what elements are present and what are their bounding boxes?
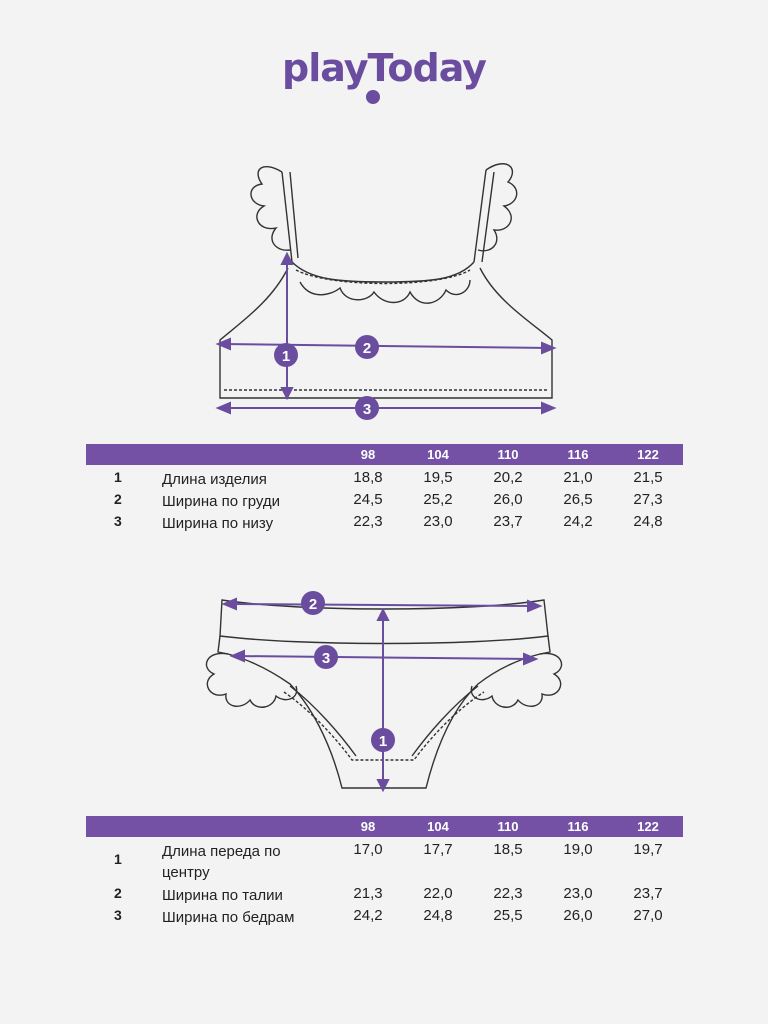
row-label: Длина изделия <box>162 471 267 488</box>
size-header: 104 <box>427 819 449 834</box>
cell-value: 19,5 <box>423 469 453 486</box>
bottom-marker-2: 2 <box>301 591 325 615</box>
cell-value: 22,3 <box>493 885 523 902</box>
cell-value: 17,7 <box>423 841 453 858</box>
cell-value: 25,5 <box>493 907 523 924</box>
cell-value: 24,8 <box>423 907 453 924</box>
cell-value: 26,0 <box>563 907 593 924</box>
table-row: 2 Ширина по груди 24,5 25,2 26,0 26,5 27… <box>86 489 683 511</box>
cell-value: 25,2 <box>423 491 453 508</box>
bottom-marker-1: 1 <box>371 728 395 752</box>
cell-value: 21,5 <box>633 469 663 486</box>
row-label: Ширина по бедрам <box>162 909 295 926</box>
cell-value: 18,5 <box>493 841 523 858</box>
cell-value: 22,3 <box>353 513 383 530</box>
cell-value: 21,0 <box>563 469 593 486</box>
cell-value: 23,0 <box>423 513 453 530</box>
size-header: 98 <box>360 819 376 834</box>
table-row: 3 Ширина по низу 22,3 23,0 23,7 24,2 24,… <box>86 511 683 533</box>
top-size-table: 98 104 110 116 122 1 Длина изделия 18,8 … <box>86 444 683 533</box>
cell-value: 26,5 <box>563 491 593 508</box>
svg-text:3: 3 <box>363 401 371 418</box>
cell-value: 24,2 <box>563 513 593 530</box>
cell-value: 18,8 <box>353 469 383 486</box>
cell-value: 23,7 <box>633 885 663 902</box>
cell-value: 20,2 <box>493 469 523 486</box>
row-label: Ширина по низу <box>162 515 274 532</box>
top-garment-sketch: 1 2 3 <box>215 163 557 420</box>
table-row: 1 Длина переда по центру 17,0 17,7 18,5 … <box>86 839 683 883</box>
size-header: 110 <box>497 819 519 834</box>
row-number: 1 <box>114 469 122 485</box>
size-header: 98 <box>360 447 376 462</box>
size-header: 110 <box>497 447 519 462</box>
table-row: 1 Длина изделия 18,8 19,5 20,2 21,0 21,5 <box>86 467 683 489</box>
top-marker-3: 3 <box>355 396 379 420</box>
cell-value: 17,0 <box>353 841 383 858</box>
cell-value: 19,0 <box>563 841 593 858</box>
cell-value: 24,5 <box>353 491 383 508</box>
size-header: 104 <box>427 447 449 462</box>
row-label: Длина переда по центру <box>162 843 281 881</box>
row-number: 3 <box>114 513 122 529</box>
cell-value: 19,7 <box>633 841 663 858</box>
bottom-marker-3: 3 <box>314 645 338 669</box>
svg-text:2: 2 <box>363 340 371 357</box>
brand-logo: playToday <box>282 46 487 90</box>
table-row: 3 Ширина по бедрам 24,2 24,8 25,5 26,0 2… <box>86 905 683 927</box>
bottom-size-table: 98 104 110 116 122 1 Длина переда по цен… <box>86 816 683 927</box>
row-number: 3 <box>114 907 122 923</box>
top-marker-1: 1 <box>274 343 298 367</box>
cell-value: 22,0 <box>423 885 453 902</box>
cell-value: 23,7 <box>493 513 523 530</box>
size-header: 116 <box>567 819 589 834</box>
table-row: 2 Ширина по талии 21,3 22,0 22,3 23,0 23… <box>86 883 683 905</box>
cell-value: 24,8 <box>633 513 663 530</box>
top-marker-2: 2 <box>355 335 379 359</box>
size-header: 116 <box>567 447 589 462</box>
row-number: 1 <box>114 851 122 867</box>
cell-value: 27,3 <box>633 491 663 508</box>
table-header: 98 104 110 116 122 <box>86 816 683 837</box>
logo-dot <box>366 90 380 104</box>
svg-text:2: 2 <box>309 596 317 613</box>
svg-text:3: 3 <box>322 650 330 667</box>
svg-text:1: 1 <box>379 733 387 750</box>
size-header: 122 <box>637 447 659 462</box>
bottom-garment-sketch: 2 3 1 <box>205 591 563 793</box>
row-number: 2 <box>114 885 122 901</box>
cell-value: 27,0 <box>633 907 663 924</box>
cell-value: 26,0 <box>493 491 523 508</box>
cell-value: 24,2 <box>353 907 383 924</box>
svg-text:1: 1 <box>282 348 290 365</box>
size-header: 122 <box>637 819 659 834</box>
row-number: 2 <box>114 491 122 507</box>
row-label: Ширина по груди <box>162 493 281 510</box>
cell-value: 21,3 <box>353 885 383 902</box>
table-header: 98 104 110 116 122 <box>86 444 683 465</box>
row-label: Ширина по талии <box>162 887 283 904</box>
cell-value: 23,0 <box>563 885 593 902</box>
